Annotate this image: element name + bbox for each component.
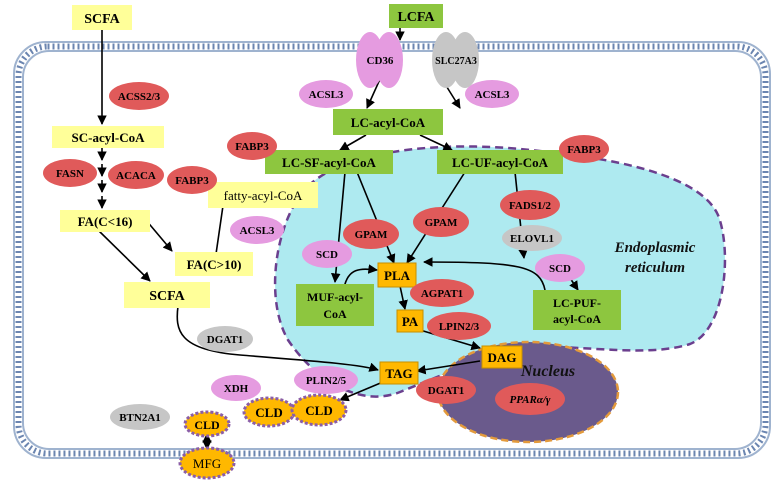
- acsl3-mid-enzyme: [230, 216, 284, 244]
- cld-droplet-3: CLD: [183, 410, 231, 438]
- acsl3-left-enzyme: [299, 80, 353, 108]
- slc27a3-label: SLC27A3: [435, 56, 477, 67]
- fads1-2-label: FADS1/2: [509, 200, 551, 212]
- acsl3-right-enzyme: [465, 80, 519, 108]
- cld-droplet-2: CLD: [290, 393, 348, 427]
- agpat1-label: AGPAT1: [421, 288, 463, 300]
- lc-uf-acyl-coa: LC-UF-acyl-CoA: [452, 155, 549, 170]
- fabp3-center-label: FABP3: [235, 141, 269, 153]
- pla-box: [377, 262, 417, 288]
- acsl3-left-label: ACSL3: [309, 89, 344, 101]
- slc27a3-transporter: SLC27A3: [432, 32, 479, 88]
- acaca-label: ACACA: [116, 170, 156, 182]
- scd-left-label: SCD: [316, 249, 338, 261]
- tag: TAG: [385, 366, 412, 381]
- cld-droplet-1: CLD: [242, 396, 296, 428]
- fabp3-center-enzyme: [227, 132, 277, 160]
- plin2-5-enzyme: [294, 366, 358, 394]
- lcfa-box: [389, 4, 443, 28]
- lc-puf-acyl-coa-line1: LC-PUF-: [553, 296, 601, 310]
- sc-acyl-coa-box: [52, 126, 164, 148]
- acss2-3-enzyme: [109, 82, 169, 110]
- cld-3-label: CLD: [194, 418, 220, 432]
- fa-c10-box: [175, 252, 253, 276]
- lc-sf-acyl-coa-box: [265, 150, 393, 174]
- lc-acyl-coa: LC-acyl-CoA: [351, 115, 426, 130]
- fasn-enzyme: [43, 159, 97, 187]
- fasn-label: FASN: [56, 168, 84, 180]
- plin2-5-label: PLIN2/5: [306, 375, 347, 387]
- fa-c16-box: [60, 210, 150, 232]
- acsl3-right-label: ACSL3: [475, 89, 510, 101]
- cld-2-label: CLD: [305, 403, 332, 418]
- gpam-left-enzyme: [343, 219, 399, 249]
- gpam-right-enzyme: [413, 207, 469, 237]
- scfa-mid-box: [124, 282, 210, 308]
- pla: PLA: [384, 268, 411, 283]
- lc-uf-acyl-coa-box: [437, 150, 563, 174]
- acsl3-mid-label: ACSL3: [240, 225, 275, 237]
- fads1-2-enzyme: [500, 190, 560, 220]
- xdh-enzyme: [211, 375, 261, 401]
- xdh-label: XDH: [224, 383, 249, 395]
- dag-box: [481, 345, 523, 369]
- ppar-label: PPARα/γ: [509, 394, 550, 406]
- scfa-mid: SCFA: [149, 289, 185, 304]
- dgat1-left-enzyme: [197, 326, 253, 352]
- btn2a1-label: BTN2A1: [119, 412, 161, 424]
- pa-box: [396, 309, 424, 333]
- agpat1-enzyme: [410, 279, 474, 307]
- fabp3-right-enzyme: [559, 135, 609, 163]
- btn2a1-enzyme: [110, 404, 170, 430]
- fabp3-left-label: FABP3: [175, 175, 209, 187]
- scd-right-label: SCD: [549, 263, 571, 275]
- gpam-right-label: GPAM: [425, 217, 458, 229]
- dag: DAG: [488, 350, 517, 365]
- fabp3-right-label: FABP3: [567, 144, 601, 156]
- fa-c10: FA(C>10): [187, 257, 242, 272]
- dgat1-right-enzyme: [416, 376, 476, 404]
- lc-acyl-coa-box: [333, 109, 443, 135]
- cd36-transporter: CD36: [356, 32, 403, 88]
- ppar-factor: [495, 383, 565, 415]
- tag-box: [379, 361, 419, 385]
- lpin2-3-enzyme: [427, 312, 491, 340]
- dgat1-right-label: DGAT1: [428, 385, 464, 397]
- muf-acyl-coa-line2: CoA: [323, 307, 347, 321]
- mfg-globule: MFG: [178, 446, 236, 480]
- lc-puf-acyl-coa-line2: acyl-CoA: [553, 312, 601, 326]
- scfa-top: SCFA: [84, 12, 120, 27]
- nucleus-label: Nucleus: [520, 363, 575, 380]
- er-label-line1: Endoplasmic: [614, 240, 696, 256]
- fatty-acyl-coa-box: [208, 182, 318, 208]
- dgat1-left-label: DGAT1: [207, 334, 243, 346]
- scfa-top-box: [72, 5, 132, 30]
- lc-puf-acyl-coa-box: [533, 290, 621, 330]
- lcfa: LCFA: [397, 10, 435, 25]
- muf-acyl-coa-box: [296, 284, 374, 326]
- elovl1-enzyme: [502, 225, 562, 251]
- cld-1-label: CLD: [255, 405, 282, 420]
- muf-acyl-coa-line1: MUF-acyl-: [307, 290, 363, 304]
- pa: PA: [402, 314, 419, 329]
- sc-acyl-coa: SC-acyl-CoA: [72, 130, 146, 145]
- lc-sf-acyl-coa: LC-SF-acyl-CoA: [282, 155, 376, 170]
- fa-c16: FA(C<16): [78, 214, 133, 229]
- gpam-left-label: GPAM: [355, 229, 388, 241]
- lpin2-3-label: LPIN2/3: [439, 321, 480, 333]
- scd-right-enzyme: [535, 254, 585, 282]
- acaca-enzyme: [108, 161, 164, 189]
- mfg-label: MFG: [193, 456, 221, 471]
- fabp3-left-enzyme: [167, 166, 217, 194]
- er-label-line2: reticulum: [625, 260, 685, 276]
- scd-left-enzyme: [302, 240, 352, 268]
- acss2-3-label: ACSS2/3: [118, 91, 161, 103]
- cd36-label: CD36: [367, 55, 394, 67]
- fatty-acyl-coa: fatty-acyl-CoA: [224, 188, 303, 203]
- elovl1-label: ELOVL1: [510, 233, 554, 245]
